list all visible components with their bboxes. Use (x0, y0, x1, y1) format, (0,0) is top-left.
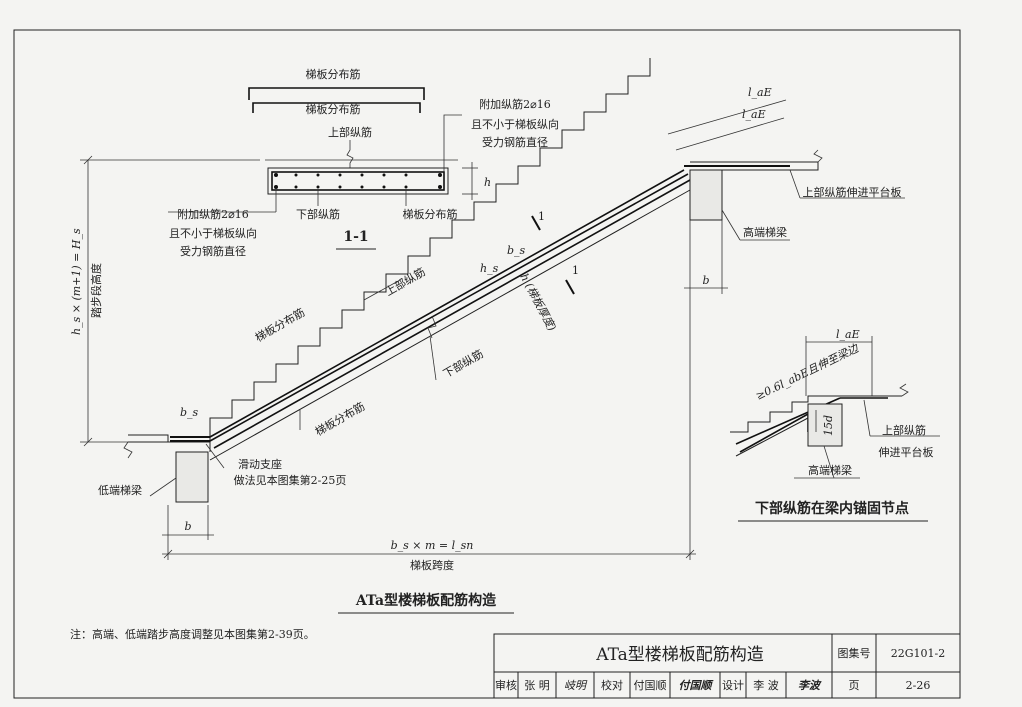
lower-longitudinal-bar (209, 173, 689, 442)
anchor-detail: l_aE 15d ≥0.6l_abE且伸至梁边 上部纵筋 伸进平台板 高端梯梁 … (730, 328, 940, 522)
bs-low-label: b_s (180, 406, 199, 419)
extra-bar-left-3: 受力钢筋直径 (180, 244, 246, 258)
inner-distribution-bar (252, 102, 421, 113)
dist-bar-1-label: 梯板分布筋 (253, 305, 308, 345)
extra-bar-left-1: 附加纵筋2⌀16 (177, 207, 249, 221)
high-end-beam (689, 169, 723, 221)
atlas-label: 图集号 (838, 646, 871, 660)
section-inner-dist-label: 梯板分布筋 (306, 102, 361, 116)
slab-soffit (209, 189, 691, 461)
section-lower-bar-label: 下部纵筋 (296, 207, 340, 221)
section-upper-bar-label: 上部纵筋 (328, 125, 372, 139)
span-label: 梯板跨度 (410, 558, 454, 572)
high-beam-label: 高端梯梁 (743, 225, 787, 239)
anchor-upper-1: 上部纵筋 (882, 423, 926, 437)
height-dim-label: h_s × (m+1) = H_s (70, 228, 83, 335)
check-label: 校对 (601, 678, 623, 692)
section-mark-bottom: 1 (572, 264, 579, 277)
break-leader (346, 140, 354, 168)
page-number: 2-26 (906, 679, 931, 692)
dist-bar-2-label: 梯板分布筋 (313, 399, 368, 439)
designer-name: 李 波 (753, 678, 779, 692)
slide-support-1: 滑动支座 (238, 457, 282, 471)
section-slab-outline (267, 167, 449, 195)
anchor-title: 下部纵筋在梁内锚固节点 (755, 500, 909, 517)
reviewer-name: 张 明 (524, 679, 550, 692)
hs-label: h_s (480, 262, 499, 275)
anchor-upper-2: 伸进平台板 (879, 445, 934, 459)
review-label: 审核 (495, 678, 517, 692)
section-title: 1-1 (343, 229, 368, 245)
section-1-1-detail: 梯板分布筋 梯板分布筋 上部纵筋 h 附加纵筋2⌀16 且不小于梯板纵向 受力钢… (168, 67, 559, 258)
high-landing (690, 161, 819, 171)
anchor-beam (807, 403, 843, 447)
extra-bar-right-1: 附加纵筋2⌀16 (479, 97, 551, 111)
checker-signature: 付国顺 (679, 679, 714, 692)
extra-bar-right-2: 且不小于梯板纵向 (471, 117, 559, 131)
designer-signature: 李波 (798, 679, 822, 692)
lower-bar-label: 下部纵筋 (441, 346, 486, 380)
low-beam-label: 低端梯梁 (98, 483, 142, 497)
laE-label-1: l_aE (748, 86, 772, 99)
design-label: 设计 (722, 679, 744, 692)
reviewer-signature: 岐明 (564, 679, 588, 692)
slide-support-2: 做法见本图集第2-25页 (234, 473, 347, 487)
thickness-label: h (梯板厚度) (517, 271, 558, 333)
height-dim-sub: 踏步段高度 (89, 263, 103, 318)
upper-bar-label: 上部纵筋 (383, 264, 428, 298)
bs-mid-label: b_s (507, 244, 526, 257)
extra-bar-right-3: 受力钢筋直径 (482, 135, 548, 149)
footnote: 注：高端、低端踏步高度调整见本图集第2-39页。 (70, 627, 315, 641)
stair-steps-outline (209, 58, 651, 442)
anchor-beam-label: 高端梯梁 (808, 463, 852, 477)
main-title: ATa型楼梯板配筋构造 (355, 592, 496, 609)
span-dim-label: b_s × m = l_sn (391, 539, 474, 552)
section-h-label: h (484, 176, 491, 189)
page-label: 页 (849, 679, 860, 692)
b-left-label: b (184, 520, 191, 533)
sheet-frame (13, 29, 961, 699)
dist-bar-line (213, 179, 691, 449)
low-end-beam (175, 451, 209, 503)
checker-name: 付国顺 (634, 679, 667, 692)
atlas-number: 22G101-2 (891, 647, 946, 660)
laE-label-2: l_aE (742, 108, 766, 121)
section-top-dist-label: 梯板分布筋 (306, 67, 361, 81)
section-rebar-dots (274, 173, 442, 189)
upper-into-platform-label: 上部纵筋伸进平台板 (803, 185, 902, 199)
section-mark-top: 1 (538, 210, 545, 223)
anchor-rule-label: ≥0.6l_abE且伸至梁边 (754, 341, 862, 402)
title-block: ATa型楼梯板配筋构造 图集号 22G101-2 审核 张 明 岐明 校对 付国… (493, 633, 961, 699)
upper-longitudinal-bar (209, 169, 685, 438)
title-block-title: ATa型楼梯板配筋构造 (595, 645, 764, 665)
section-dist-bar-label: 梯板分布筋 (403, 207, 458, 221)
anchor-laE-label: l_aE (836, 328, 860, 341)
anchor-lower-bar-hook (739, 412, 809, 453)
low-landing (128, 434, 169, 443)
anchor-15d-label: 15d (822, 415, 835, 436)
b-right-label: b (702, 274, 709, 287)
anchor-stair-outline (730, 395, 902, 433)
top-distribution-bar (248, 87, 425, 100)
extra-bar-left-2: 且不小于梯板纵向 (169, 226, 257, 240)
section-stirrup (271, 171, 445, 191)
